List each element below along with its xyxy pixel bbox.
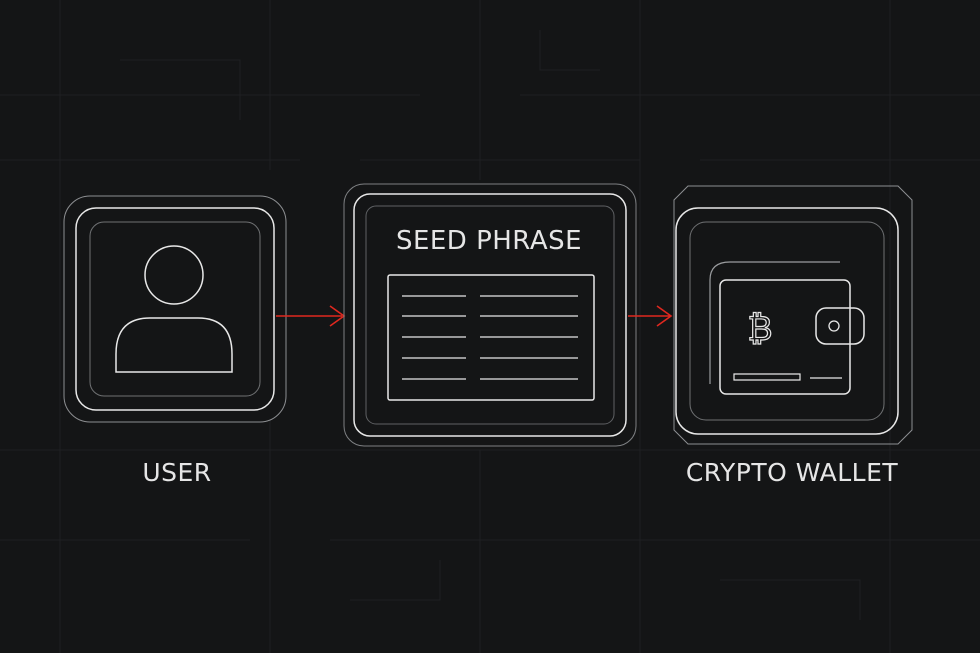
bitcoin-wallet-icon (709, 261, 865, 395)
bitcoin-symbol: ₿ (747, 309, 772, 349)
user-node-frame (75, 207, 275, 411)
crypto-wallet-label: CRYPTO WALLET (686, 458, 899, 487)
seed-node-frame (353, 193, 627, 437)
user-label: USER (142, 458, 211, 487)
seed-phrase-node (343, 183, 637, 447)
seed-node-inner-frame (365, 205, 615, 425)
user-node-inner-frame (89, 221, 261, 397)
user-node (63, 195, 287, 423)
wallet-node (673, 185, 913, 445)
arrow-right-icon (628, 305, 673, 327)
wallet-node-frame (675, 207, 899, 435)
wallet-node-inner-frame (689, 221, 885, 421)
person-icon (115, 245, 233, 373)
document-lines-icon (387, 274, 595, 401)
arrow-seed-to-wallet (628, 305, 673, 327)
wallet-node-outer-frame (673, 185, 913, 445)
seed-node-outer-frame (343, 183, 637, 447)
seed-phrase-title: SEED PHRASE (396, 226, 582, 256)
user-node-outer-frame (63, 195, 287, 423)
